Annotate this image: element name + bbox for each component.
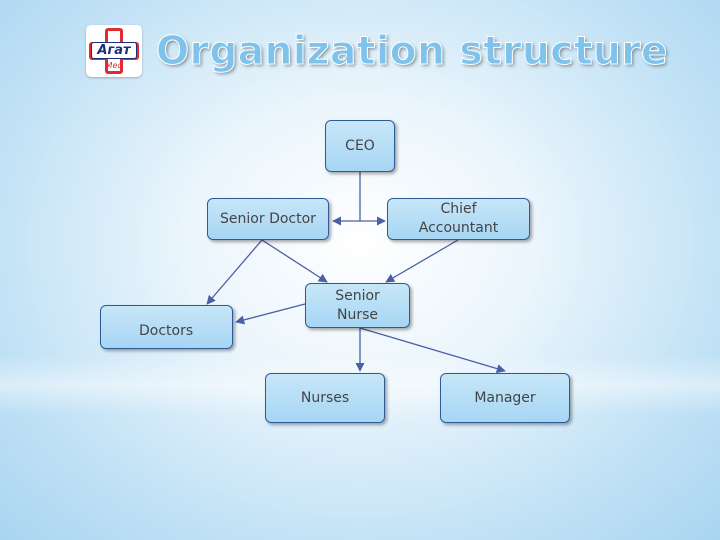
edge-chief-accountant-to-senior-nurse — [385, 239, 459, 283]
node-nurses: Nurses — [265, 373, 385, 423]
node-nurses-label: Nurses — [300, 389, 350, 406]
edge-senior-doctor-to-doctors — [206, 239, 263, 305]
node-manager: Manager — [440, 373, 570, 423]
logo-band — [91, 42, 137, 59]
node-doctors: Doctors — [100, 305, 233, 349]
logo-main-text: Агат — [97, 43, 131, 58]
edge-senior-doctor-to-senior-nurse — [261, 239, 328, 283]
agat-med-logo: Агат Med — [86, 25, 142, 77]
edge-senior-nurse-to-manager — [359, 327, 506, 374]
edge-senior-nurse-to-doctors — [235, 303, 306, 325]
node-chief-accountant-label: Chief Accountant — [418, 201, 499, 236]
logo-sub-text: Med — [105, 61, 123, 70]
node-doctors-label: Doctors — [139, 323, 194, 339]
node-ceo-label: CEO — [345, 137, 375, 154]
page-title: Organization structure — [156, 29, 668, 75]
node-senior-doctor-label: Senior Doctor — [220, 210, 316, 227]
node-chief-accountant: Chief Accountant — [387, 198, 530, 240]
edge-ceo-to-senior-doctor — [332, 172, 361, 226]
node-senior-nurse-label: Senior Nurse — [335, 287, 380, 323]
node-senior-doctor: Senior Doctor — [207, 198, 329, 240]
node-manager-label: Manager — [474, 389, 536, 406]
node-senior-nurse: Senior Nurse — [305, 283, 410, 328]
node-ceo: CEO — [325, 120, 395, 172]
